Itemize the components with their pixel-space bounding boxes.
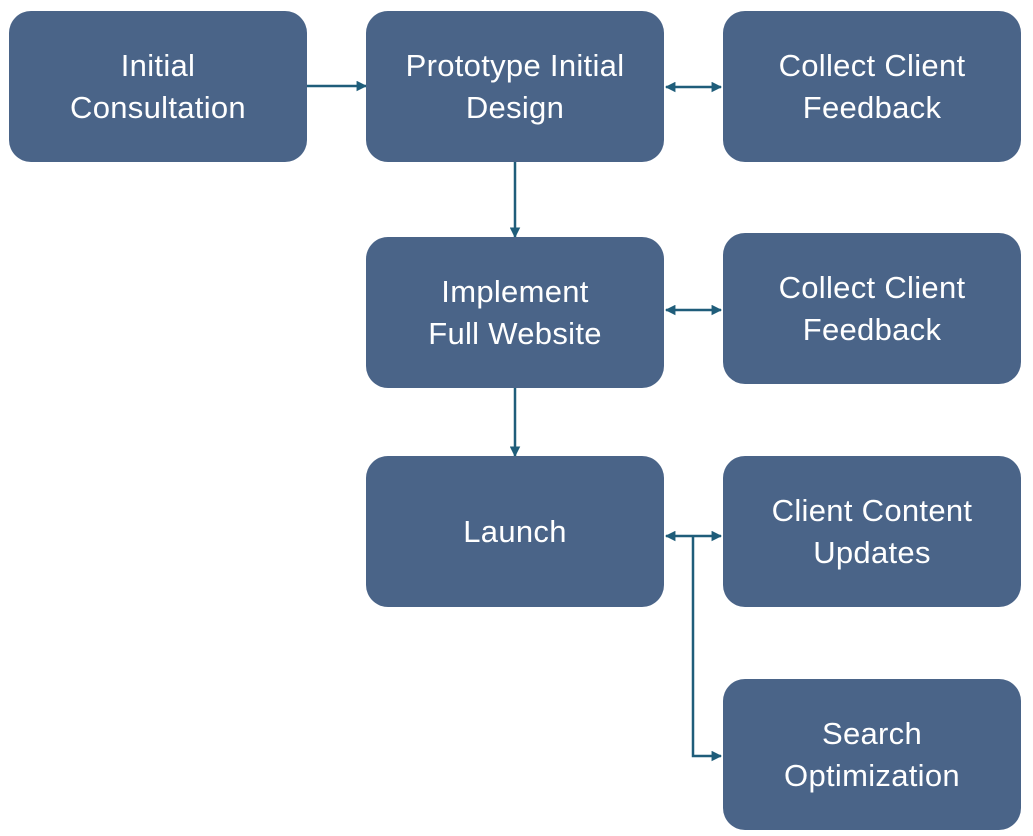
node-collect-client-feedback-1-label: Collect Client Feedback [778, 47, 966, 125]
node-prototype-initial-design: Prototype Initial Design [366, 11, 664, 162]
node-implement-full-website: Implement Full Website [366, 237, 664, 388]
node-client-content-updates: Client Content Updates [723, 456, 1021, 607]
node-collect-client-feedback-1: Collect Client Feedback [723, 11, 1021, 162]
node-launch-label: Launch [463, 513, 567, 549]
node-prototype-initial-design-label: Prototype Initial Design [405, 47, 625, 125]
node-client-content-updates-label: Client Content Updates [771, 492, 973, 570]
node-initial-consultation-label: Initial Consultation [70, 47, 246, 125]
node-collect-client-feedback-2: Collect Client Feedback [723, 233, 1021, 384]
node-search-optimization-label: Search Optimization [784, 715, 960, 793]
node-collect-client-feedback-2-label: Collect Client Feedback [778, 269, 966, 347]
node-search-optimization: Search Optimization [723, 679, 1021, 830]
edge-launch-search-optimization [691, 536, 723, 762]
node-initial-consultation: Initial Consultation [9, 11, 307, 162]
node-launch: Launch [366, 456, 664, 607]
node-implement-full-website-label: Implement Full Website [428, 273, 602, 351]
